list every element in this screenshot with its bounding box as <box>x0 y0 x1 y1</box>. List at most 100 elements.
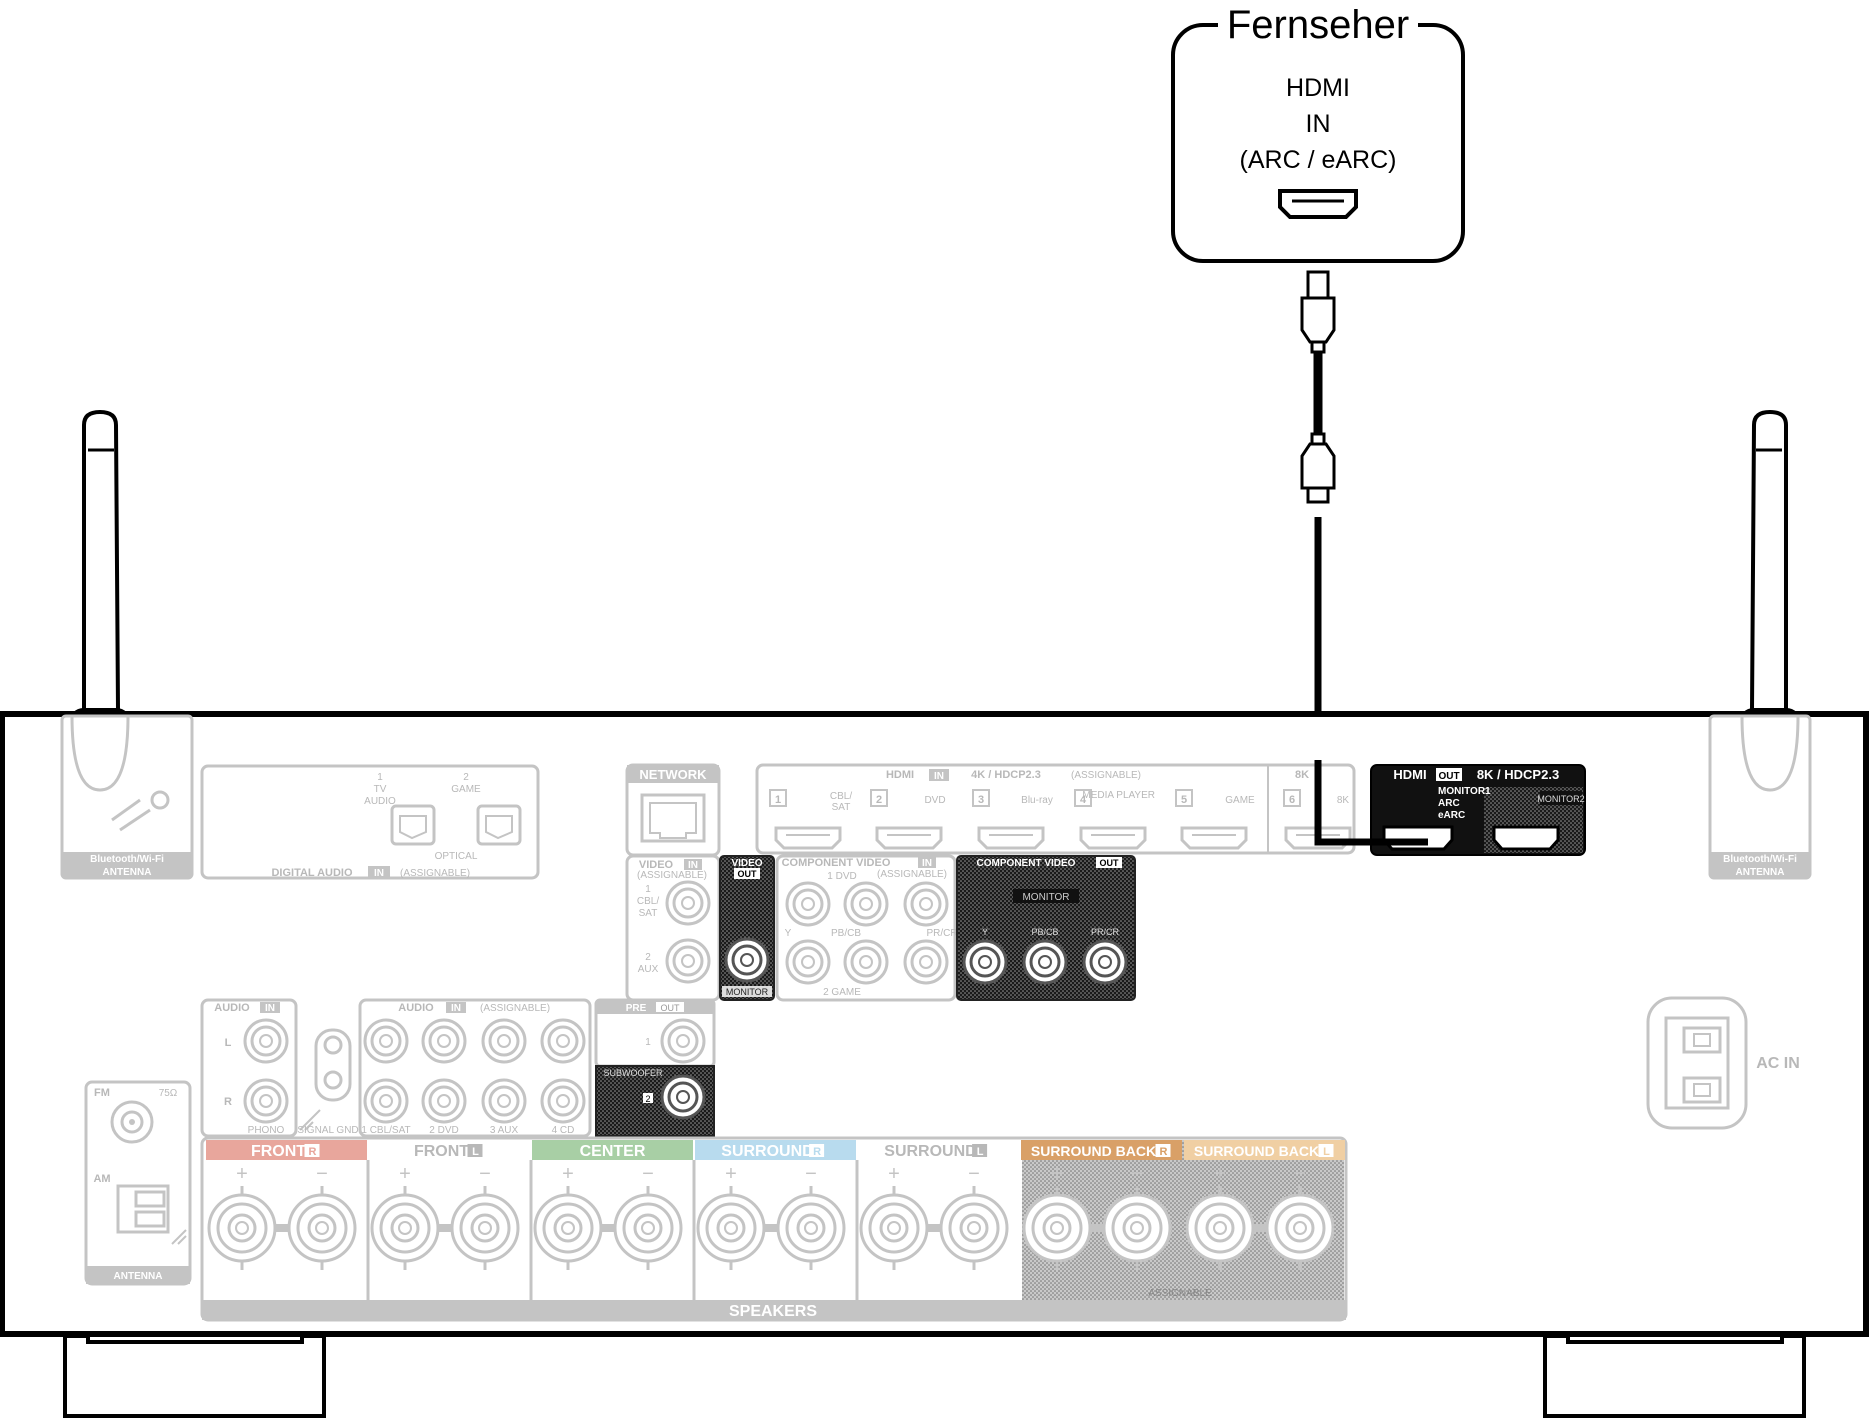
speaker-terminal-plus[interactable] <box>1185 1193 1255 1263</box>
digital-audio-panel: 1 TV AUDIO 2 GAME OPTICAL DIGITAL AUDIO … <box>200 764 540 880</box>
component-in-in: IN <box>922 858 932 869</box>
hdmi-in-num: 1 <box>775 794 781 806</box>
left-antenna-mount: Bluetooth/Wi-Fi ANTENNA <box>60 714 194 880</box>
right-antenna-label-1: Bluetooth/Wi-Fi <box>1723 854 1797 865</box>
right-antenna-mount: Bluetooth/Wi-Fi ANTENNA <box>1708 714 1812 880</box>
video-out-out: OUT <box>738 869 758 879</box>
audio-jack-l[interactable] <box>421 1018 467 1064</box>
audio-in-panel: AUDIO IN L R PHONO <box>200 998 298 1138</box>
minus-sign: − <box>1294 1163 1306 1185</box>
audio-jack-l[interactable] <box>540 1018 586 1064</box>
hdmi-in-in: IN <box>934 771 944 782</box>
ac-in-label: AC IN <box>1756 1055 1800 1072</box>
audio-in-r: R <box>224 1096 232 1108</box>
video-in-assignable: (ASSIGNABLE) <box>637 870 707 881</box>
speaker-terminal-plus[interactable] <box>533 1193 603 1263</box>
hdmi-in-name: GAME <box>1225 795 1255 806</box>
speaker-terminal-minus[interactable] <box>613 1193 683 1263</box>
component-in-assignable: (ASSIGNABLE) <box>877 869 947 880</box>
audio-jack-r[interactable] <box>363 1078 409 1124</box>
speaker-terminal-plus[interactable] <box>859 1193 929 1263</box>
hdmi-in-name: MEDIA PLAYER <box>1082 790 1155 801</box>
plus-sign: + <box>562 1163 574 1185</box>
speaker-side: L <box>1323 1146 1330 1158</box>
hdmi-out-monitor2-port[interactable] <box>1492 825 1560 851</box>
video-in2-a: AUX <box>638 964 659 975</box>
audio-jack-r[interactable] <box>540 1078 586 1124</box>
speaker-terminal-plus[interactable] <box>1022 1193 1092 1263</box>
audio-jack-r[interactable] <box>421 1078 467 1124</box>
signal-gnd-label: SIGNAL GND <box>297 1125 358 1136</box>
digital-audio-in: IN <box>374 868 384 879</box>
speaker-side: R <box>309 1146 317 1158</box>
audio-in-title: AUDIO <box>214 1002 250 1014</box>
speaker-name: SURROUND <box>721 1143 813 1160</box>
hdmi-in1-cbl: CBL/ <box>830 791 852 802</box>
tv-hdmi-label: HDMI <box>1286 74 1350 102</box>
speaker-header <box>1184 1140 1345 1160</box>
minus-sign: − <box>316 1163 328 1185</box>
video-in-title: VIDEO <box>639 859 674 871</box>
audio-jack-r[interactable] <box>481 1078 527 1124</box>
speaker-terminal-minus[interactable] <box>287 1193 357 1263</box>
hdmi-in-port[interactable] <box>1180 826 1248 850</box>
hdmi-out-monitor1-port[interactable] <box>1382 825 1454 851</box>
component-in-y: Y <box>785 928 792 939</box>
hdmi-in-spec: 4K / HDCP2.3 <box>971 769 1041 781</box>
hdmi-in-name: Blu-ray <box>1021 795 1053 806</box>
speaker-terminal-minus[interactable] <box>1265 1193 1335 1263</box>
video-in-in: IN <box>688 860 698 871</box>
antenna-label: ANTENNA <box>114 1271 163 1282</box>
hdmi-in-num-box <box>972 789 990 807</box>
speaker-side: L <box>472 1146 479 1158</box>
speaker-name: SURROUND <box>884 1143 976 1160</box>
speakers-label: SPEAKERS <box>729 1303 817 1320</box>
hdmi-in-name: 8K <box>1337 795 1350 806</box>
hdmi-in-num-box <box>1074 789 1092 807</box>
hdmi-in-num: 6 <box>1289 794 1295 806</box>
tv-box: Fernseher HDMI IN (ARC / eARC) <box>1171 3 1465 263</box>
audio-assignable-title: AUDIO <box>398 1002 434 1014</box>
speaker-header <box>206 1140 367 1160</box>
plus-sign: + <box>725 1163 737 1185</box>
video-out-panel: VIDEO OUT MONITOR <box>719 855 775 1001</box>
audio-jack-l[interactable] <box>481 1018 527 1064</box>
audio-assignable-in: IN <box>451 1003 461 1014</box>
speaker-name: SURROUND BACK <box>1194 1143 1319 1159</box>
speaker-side-box <box>1155 1144 1171 1157</box>
component-out-pr: PR/CR <box>1091 927 1120 937</box>
minus-sign: − <box>479 1163 491 1185</box>
audio-in-in: IN <box>265 1003 275 1014</box>
speaker-header <box>532 1140 693 1160</box>
component-in-pb: PB/CB <box>831 928 861 939</box>
hdmi-in-port[interactable] <box>875 826 943 850</box>
video-in-panel: VIDEO IN (ASSIGNABLE) 1 CBL/ SAT 2 AUX <box>625 854 721 1002</box>
hdmi-in-port[interactable] <box>977 826 1045 850</box>
audio-in-phono: PHONO <box>248 1125 285 1136</box>
pre-out-panel: PRE OUT 1 SUBWOOFER 2 <box>594 998 716 1137</box>
speaker-terminal-plus[interactable] <box>207 1193 277 1263</box>
audio-jack-l[interactable] <box>363 1018 409 1064</box>
speaker-terminal-minus[interactable] <box>939 1193 1009 1263</box>
speaker-terminal-minus[interactable] <box>776 1193 846 1263</box>
hdmi-in-port[interactable] <box>1079 826 1147 850</box>
speaker-terminal-minus[interactable] <box>1102 1193 1172 1263</box>
hdmi-out-title: HDMI <box>1393 767 1426 782</box>
hdmi-in-port[interactable] <box>774 826 842 850</box>
plus-sign: + <box>236 1163 248 1185</box>
audio-input-label: 2 DVD <box>429 1125 458 1136</box>
speaker-name: FRONT <box>251 1143 306 1160</box>
speaker-terminal-plus[interactable] <box>696 1193 766 1263</box>
speaker-terminal-minus[interactable] <box>450 1193 520 1263</box>
component-in-pr: PR/CR <box>926 928 957 939</box>
digital-input1-name1: TV <box>374 784 387 795</box>
speaker-name: SURROUND BACK <box>1031 1143 1156 1159</box>
audio-input-label: 1 CBL/SAT <box>361 1125 410 1136</box>
speaker-terminal-plus[interactable] <box>370 1193 440 1263</box>
digital-input1-num: 1 <box>377 772 383 783</box>
component-out-panel: COMPONENT VIDEO OUT MONITOR Y PB/CB PR/C… <box>956 855 1136 1001</box>
tv-hdmi-port-icon <box>1278 189 1358 219</box>
digital-input1-name2: AUDIO <box>364 796 396 807</box>
